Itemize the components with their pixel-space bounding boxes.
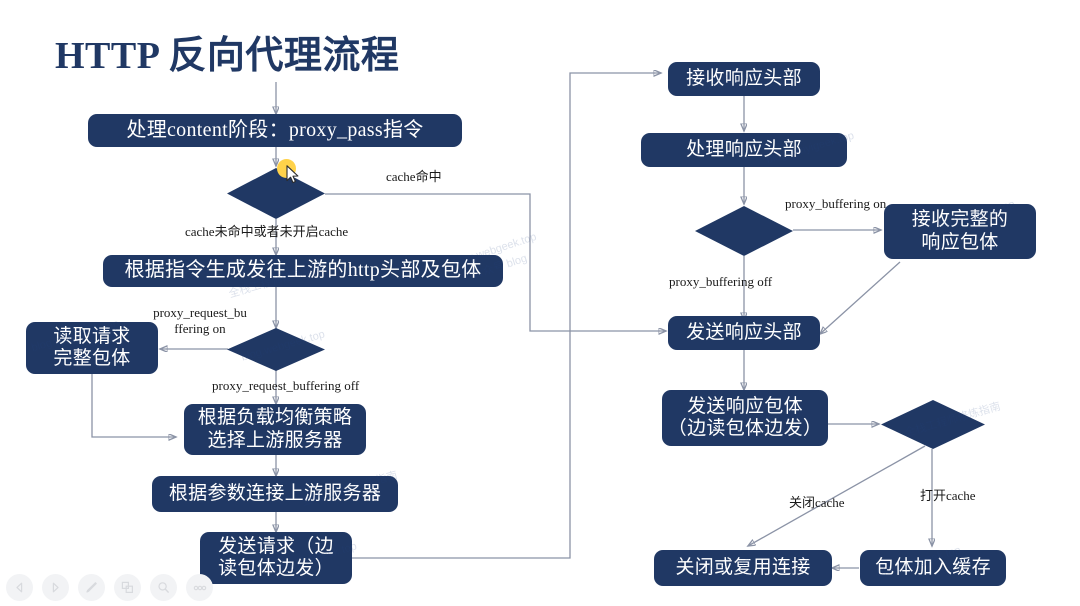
mouse-cursor-icon	[286, 165, 299, 184]
edge-label-cache-hit: cache命中	[386, 169, 442, 184]
edge-label-cache-open: 打开cache	[920, 488, 976, 503]
node-add-body-to-cache: 包体加入缓存	[860, 550, 1006, 586]
node-label: 读取请求 完整包体	[53, 325, 131, 369]
node-receive-response-header: 接收响应头部	[668, 62, 820, 96]
node-read-full-request-body: 读取请求 完整包体	[26, 322, 158, 374]
node-label: 接收完整的 响应包体	[911, 209, 1009, 253]
page-title: HTTP 反向代理流程	[55, 35, 400, 77]
node-connect-upstream-server: 根据参数连接上游服务器	[152, 476, 398, 512]
node-label: 发送响应头部	[686, 321, 802, 343]
node-send-response-body: 发送响应包体 （边读包体边发）	[662, 390, 828, 446]
node-send-request: 发送请求（边 读包体边发）	[200, 532, 352, 584]
edge-label-proxy-buffering-off: proxy_buffering off	[669, 274, 773, 289]
node-label: 发送请求（边 读包体边发）	[218, 535, 334, 579]
node-label: 根据负载均衡策略 选择上游服务器	[197, 407, 353, 451]
node-label: 处理content阶段：proxy_pass指令	[126, 118, 424, 141]
slideshow-control-bar[interactable]	[6, 574, 213, 601]
node-label: 根据参数连接上游服务器	[168, 482, 382, 504]
node-close-or-reuse-connection: 关闭或复用连接	[654, 550, 832, 586]
edge-label-proxy-buffering-on: proxy_buffering on	[785, 196, 887, 211]
node-label: 包体加入缓存	[875, 556, 991, 578]
node-label: 发送响应包体 （边读包体边发）	[667, 395, 823, 439]
edge-label-cache-miss: cache未命中或者未开启cache	[185, 224, 349, 239]
node-receive-full-response-body: 接收完整的 响应包体	[884, 204, 1036, 259]
magnifier-icon[interactable]	[150, 574, 177, 601]
edge-label-cache-off: 关闭cache	[789, 495, 845, 510]
node-label: 关闭或复用连接	[675, 556, 811, 578]
slides-grid-icon[interactable]	[114, 574, 141, 601]
more-dots-icon[interactable]	[186, 574, 213, 601]
edge-label-request-buffering-on: proxy_request_bu ffering on	[153, 305, 247, 337]
node-generate-upstream-request: 根据指令生成发往上游的http头部及包体	[103, 255, 503, 287]
node-proxy-pass: 处理content阶段：proxy_pass指令	[88, 114, 462, 147]
node-select-upstream-server: 根据负载均衡策略 选择上游服务器	[184, 404, 366, 455]
node-label: 接收响应头部	[686, 67, 802, 89]
edge-label-request-buffering-off: proxy_request_buffering off	[212, 378, 360, 393]
node-process-response-header: 处理响应头部	[641, 133, 847, 167]
next-triangle-icon[interactable]	[42, 574, 69, 601]
node-label: 处理响应头部	[686, 138, 802, 160]
pen-icon[interactable]	[78, 574, 105, 601]
node-send-response-header: 发送响应头部	[668, 316, 820, 350]
node-label: 根据指令生成发往上游的http头部及包体	[124, 259, 482, 282]
prev-triangle-icon[interactable]	[6, 574, 33, 601]
